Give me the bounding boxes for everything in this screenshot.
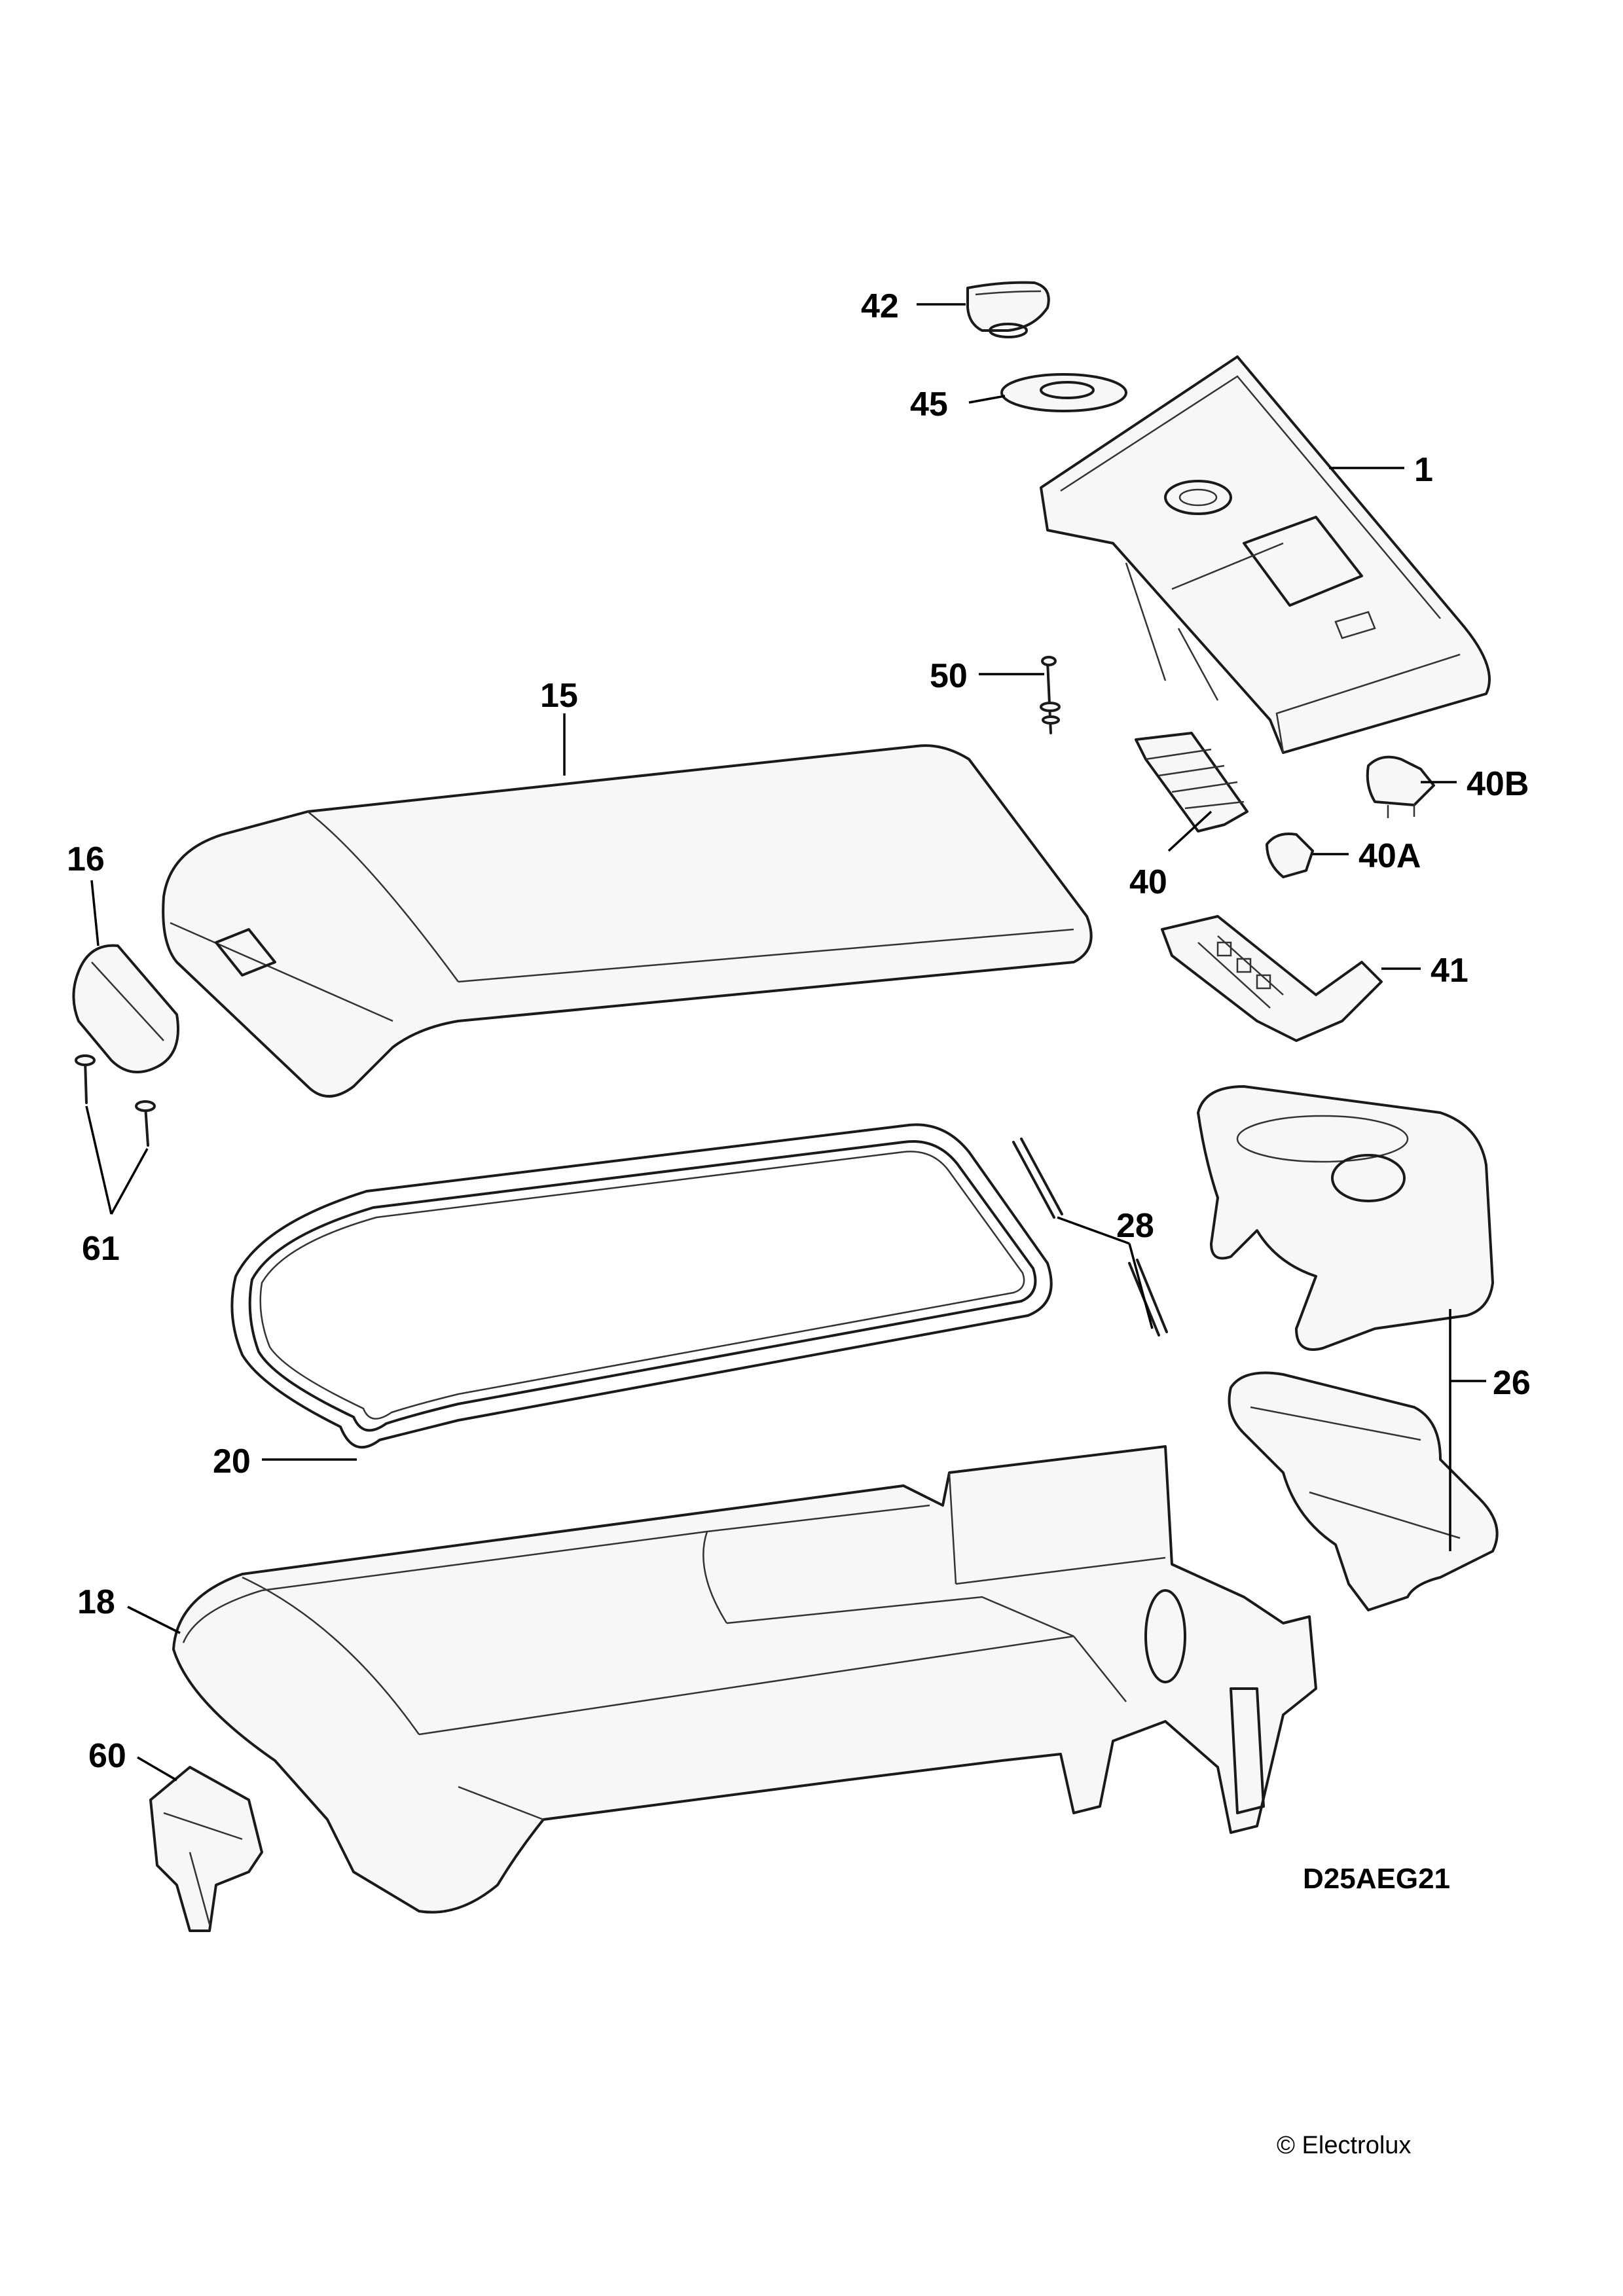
callout-50: 50 (930, 657, 968, 695)
drawing-code: D25AEG21 (1303, 1863, 1450, 1895)
callout-40a: 40A (1359, 837, 1421, 875)
copyright-notice: © Electrolux (1277, 2132, 1411, 2159)
callout-1: 1 (1414, 451, 1433, 489)
part-1-control-panel (1040, 355, 1491, 754)
part-50-pin (1040, 656, 1061, 734)
callout-61: 61 (82, 1230, 120, 1268)
part-45-ring (1000, 373, 1127, 412)
part-60-lock-switch (149, 1766, 263, 1932)
part-18-tub-top (172, 1445, 1317, 1914)
part-40b (1366, 755, 1435, 818)
callout-15: 15 (540, 677, 578, 715)
part-15-lid (162, 744, 1093, 1098)
part-40-buttons (1135, 732, 1249, 833)
part-61-screws (75, 1054, 156, 1147)
callout-60: 60 (88, 1737, 126, 1775)
callout-26: 26 (1493, 1364, 1531, 1402)
part-40a (1266, 833, 1314, 878)
callout-45: 45 (910, 386, 948, 423)
callout-42: 42 (861, 287, 899, 325)
callout-20: 20 (213, 1443, 251, 1480)
part-42-knob (966, 281, 1050, 338)
callout-40: 40 (1129, 863, 1167, 901)
callout-16: 16 (67, 840, 105, 878)
part-16-handle-cap (72, 944, 179, 1073)
callout-41: 41 (1431, 952, 1468, 990)
leader-lines (85, 303, 1486, 1782)
part-20-gasket (230, 1123, 1053, 1449)
callout-labels: 42 45 1 50 15 40B 16 40 40A 41 61 28 26 … (67, 287, 1531, 1775)
part-26-dispenser (1197, 1085, 1499, 1611)
part-41-switch-board (1161, 915, 1383, 1042)
callout-18: 18 (77, 1583, 115, 1621)
callout-40b: 40B (1467, 765, 1529, 803)
callout-28: 28 (1116, 1207, 1154, 1245)
